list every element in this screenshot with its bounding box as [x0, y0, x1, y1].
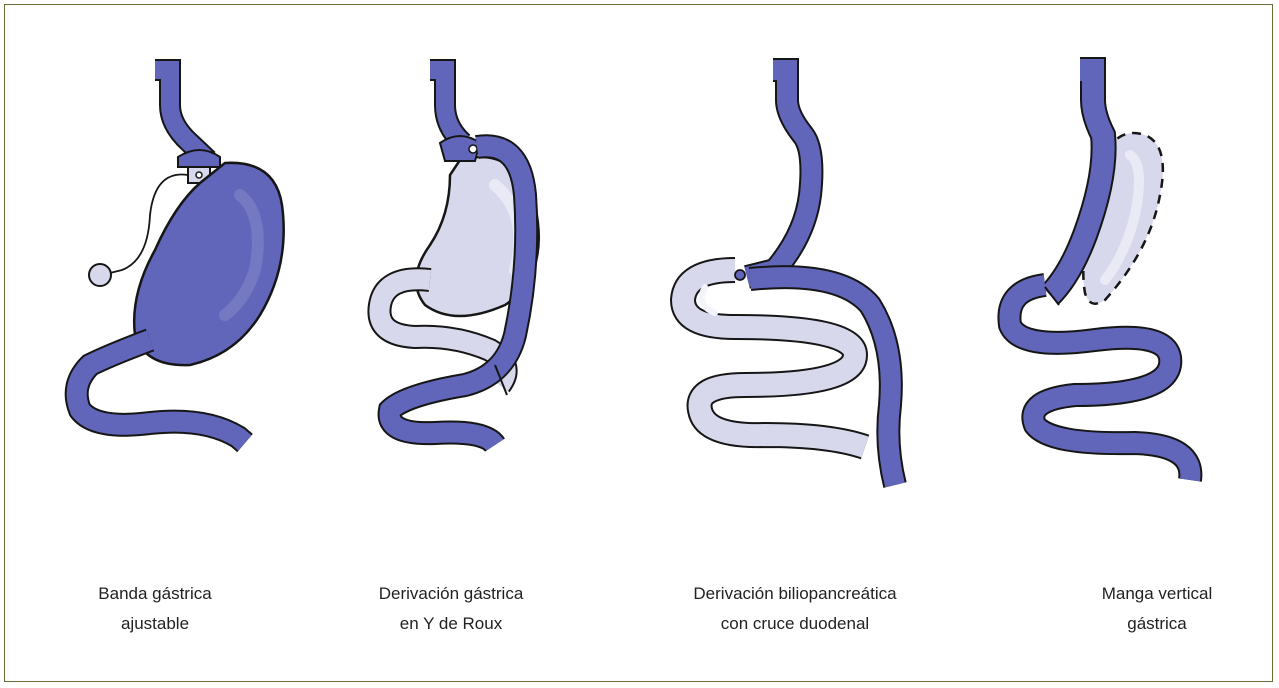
caption-line: ajustable: [5, 609, 305, 639]
caption-gastric-band: Banda gástrica ajustable: [5, 579, 305, 639]
roux-en-y-illustration: [345, 65, 605, 465]
caption-line: con cruce duodenal: [645, 609, 945, 639]
sleeve-gastrectomy-illustration: [985, 65, 1245, 465]
caption-line: Manga vertical: [1007, 579, 1279, 609]
sleeve-gastrectomy-icon: [985, 65, 1245, 465]
caption-duodenal-switch: Derivación biliopancreática con cruce du…: [645, 579, 945, 639]
duodenal-switch-illustration: [655, 65, 915, 465]
gastric-band-icon: [50, 65, 310, 465]
roux-en-y-icon: [345, 65, 605, 465]
caption-line: Derivación gástrica: [301, 579, 601, 609]
caption-line: en Y de Roux: [301, 609, 601, 639]
caption-line: Banda gástrica: [5, 579, 305, 609]
figure-frame: Banda gástrica ajustable Derivación gást…: [4, 4, 1273, 682]
caption-line: Derivación biliopancreática: [645, 579, 945, 609]
gastric-band-illustration: [50, 65, 310, 465]
caption-sleeve-gastrectomy: Manga vertical gástrica: [1007, 579, 1279, 639]
caption-roux-en-y: Derivación gástrica en Y de Roux: [301, 579, 601, 639]
duodenal-switch-icon: [655, 65, 915, 465]
caption-line: gástrica: [1007, 609, 1279, 639]
